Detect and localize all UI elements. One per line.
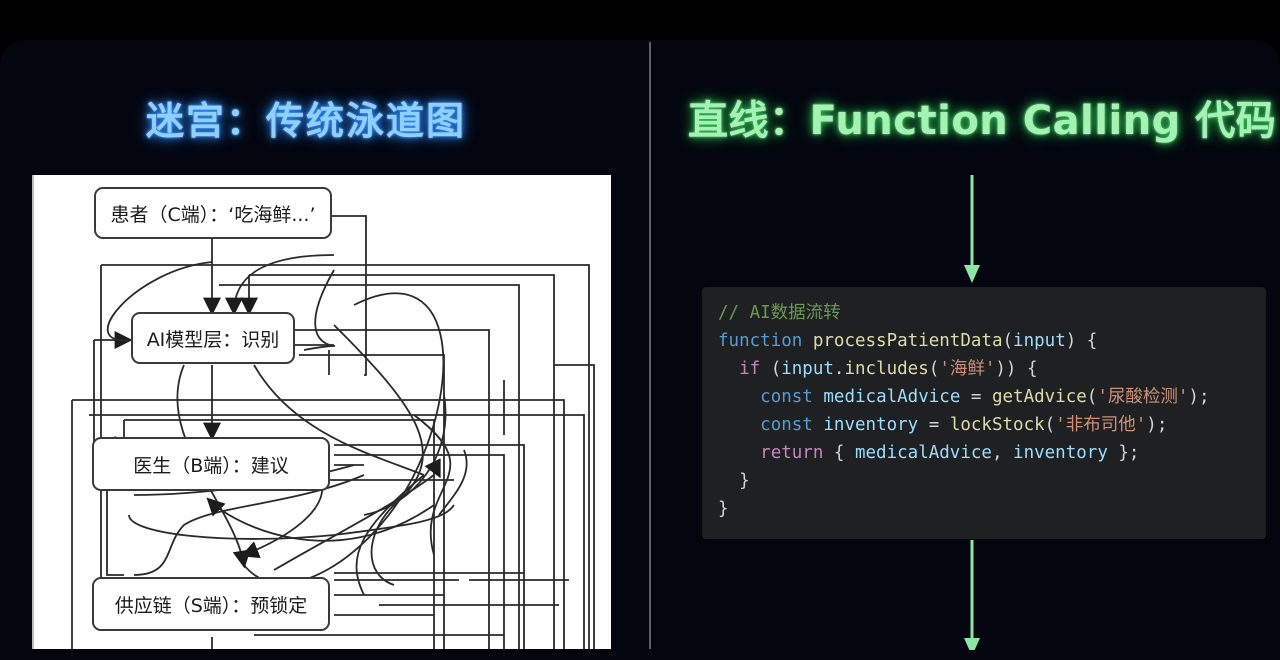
code-line-function: function processPatientData(input) {: [718, 331, 1098, 351]
code-line-close-function: }: [718, 499, 729, 519]
swimlane-diagram: 患者（C端）：‘吃海鲜...’ AI模型层：识别 医生（B端）：建议 供应链（S…: [32, 175, 611, 649]
arrow-down-top: [964, 175, 980, 283]
node-ai-model: AI模型层：识别: [131, 312, 295, 364]
node-doctor: 医生（B端）：建议: [92, 437, 330, 491]
code-line-if: if (input.includes('海鲜')) {: [739, 359, 1038, 379]
code-line-comment: // AI数据流转: [718, 303, 841, 323]
arrow-down-bottom: [964, 540, 980, 650]
code-line-inventory: const inventory = lockStock('非布司他');: [760, 415, 1168, 435]
code-line-return: return { medicalAdvice, inventory };: [760, 443, 1140, 463]
panel-divider: [649, 42, 651, 649]
node-patient: 患者（C端）：‘吃海鲜...’: [94, 187, 332, 239]
code-line-medical-advice: const medicalAdvice = getAdvice('尿酸检测');: [760, 387, 1210, 407]
code-block: // AI数据流转 function processPatientData(in…: [702, 287, 1266, 539]
node-supply-chain: 供应链（S端）：预锁定: [92, 577, 330, 631]
code-line-close-if: }: [739, 471, 750, 491]
right-panel-title: 直线：Function Calling 代码: [688, 98, 1277, 144]
left-panel-title: 迷宫：传统泳道图: [146, 99, 467, 143]
